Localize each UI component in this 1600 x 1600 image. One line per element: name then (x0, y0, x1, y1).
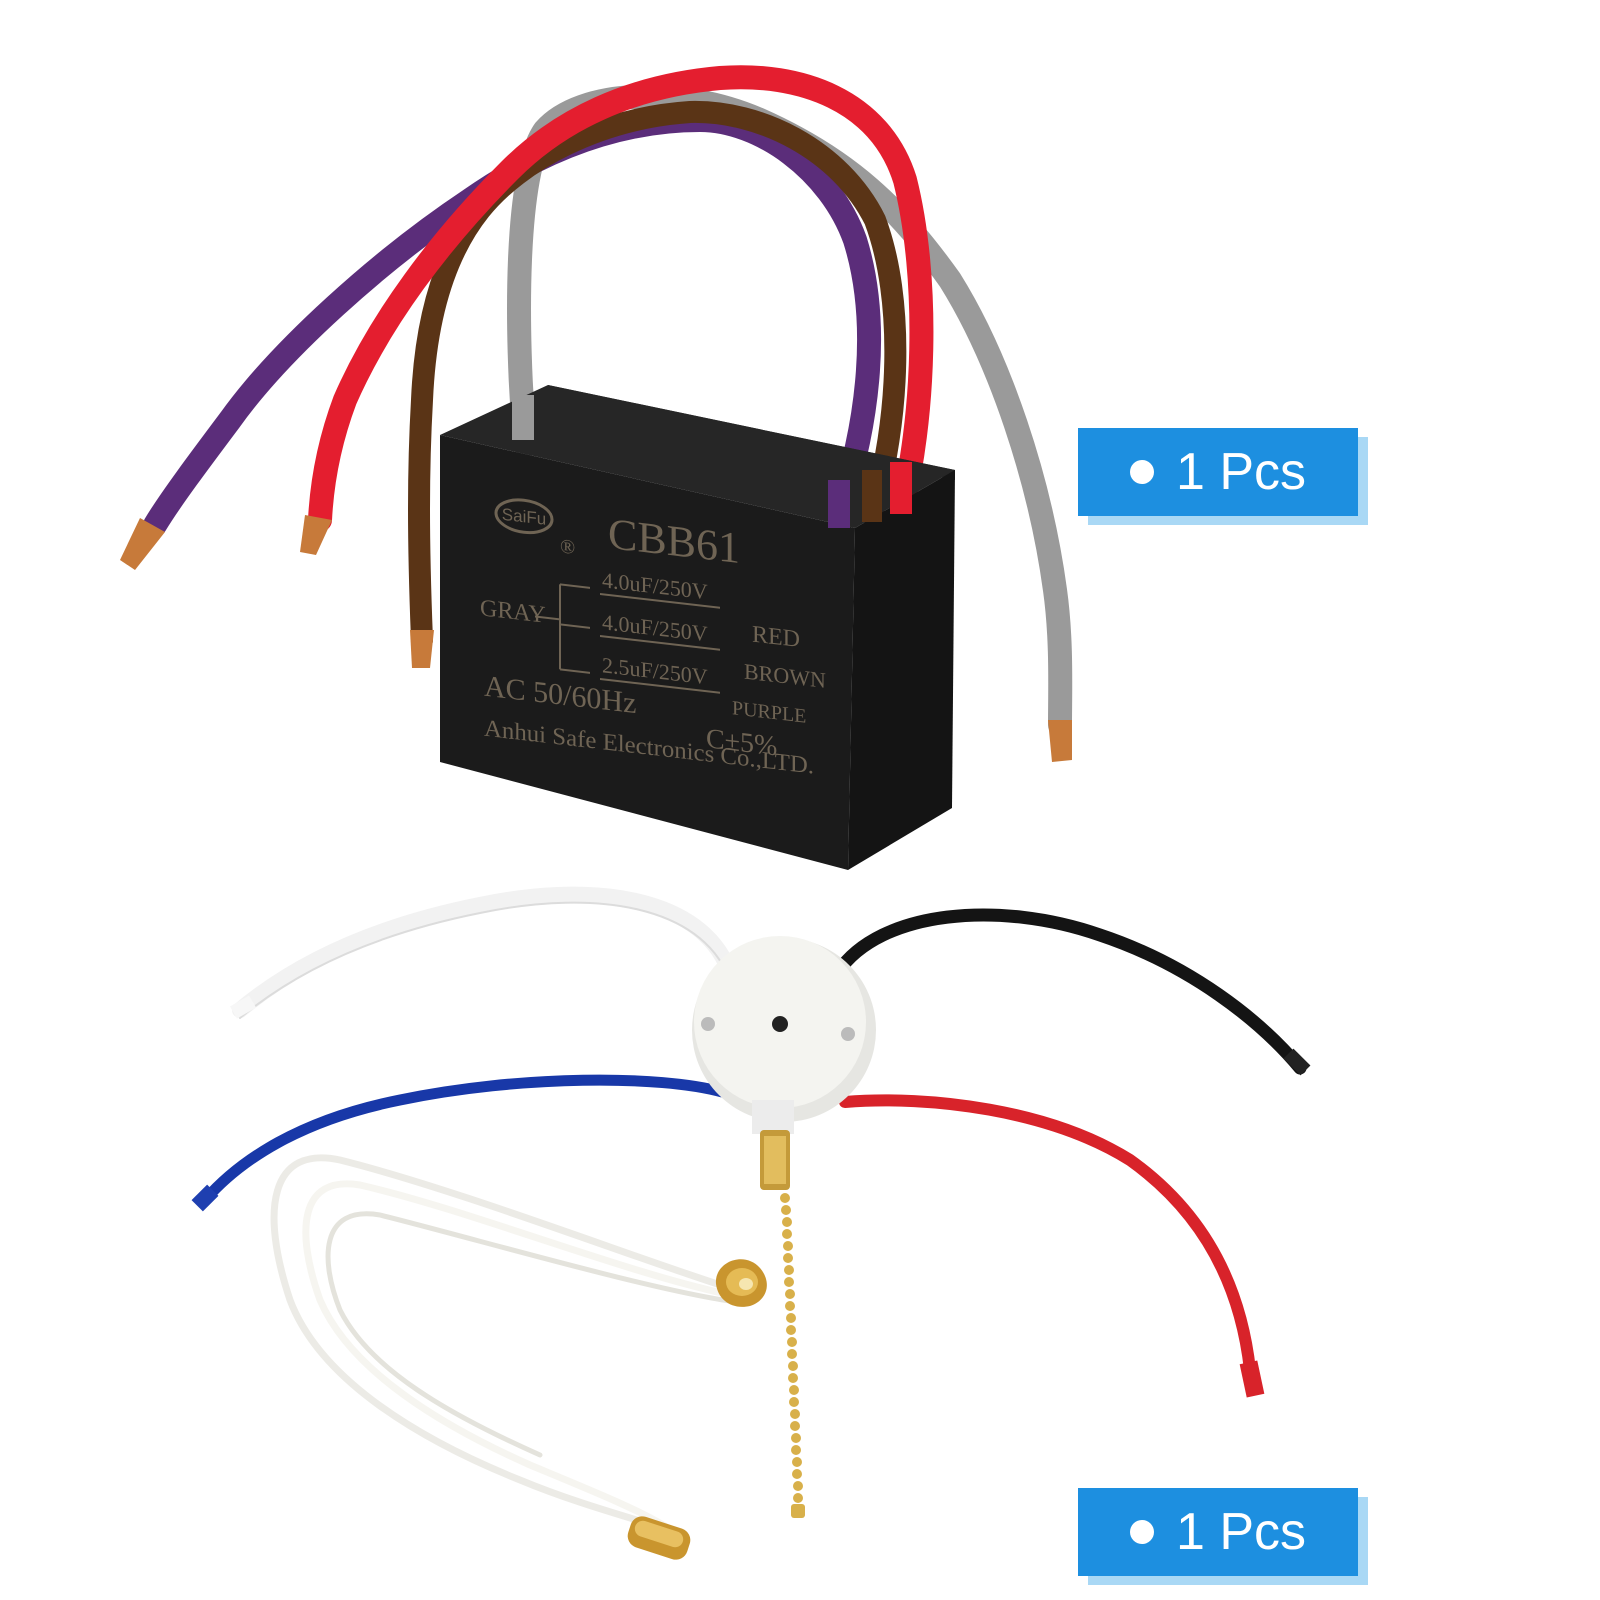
red-wire-tip (1239, 1360, 1265, 1398)
brass-pull (627, 1516, 691, 1560)
red-switch-wire (839, 1094, 1256, 1376)
black-wire-tip (1283, 1048, 1311, 1076)
white-wire-edge (239, 901, 729, 1019)
brown-wire (408, 100, 907, 651)
black-wire (831, 908, 1307, 1075)
quantity-label: 1 Pcs (1175, 1503, 1307, 1561)
white-wire-tip (229, 995, 257, 1019)
capacitor-body (440, 385, 955, 870)
copper-tips (120, 515, 1072, 762)
switch-body (692, 936, 876, 1190)
wire-label-red: RED (752, 622, 800, 653)
brass-bell (715, 1259, 767, 1307)
white-wire (232, 886, 736, 1018)
pull-cord (270, 1154, 740, 1534)
quantity-badge-switch: 1 Pcs (1078, 1488, 1368, 1585)
capacitor-wires (143, 65, 1073, 737)
blue-wire (199, 1074, 728, 1206)
quantity-label: 1 Pcs (1175, 443, 1307, 501)
bullet-icon (1129, 460, 1154, 484)
blue-wire-tip (191, 1184, 219, 1212)
pull-chain (780, 1193, 805, 1518)
red-wire (308, 65, 934, 532)
quantity-badge-capacitor: 1 Pcs (1078, 428, 1368, 525)
schematic-lines (535, 583, 590, 674)
registered-mark: ® (560, 535, 575, 559)
switch-wires (199, 886, 1307, 1376)
bullet-icon (1129, 1520, 1154, 1544)
brand-logo (494, 498, 554, 535)
